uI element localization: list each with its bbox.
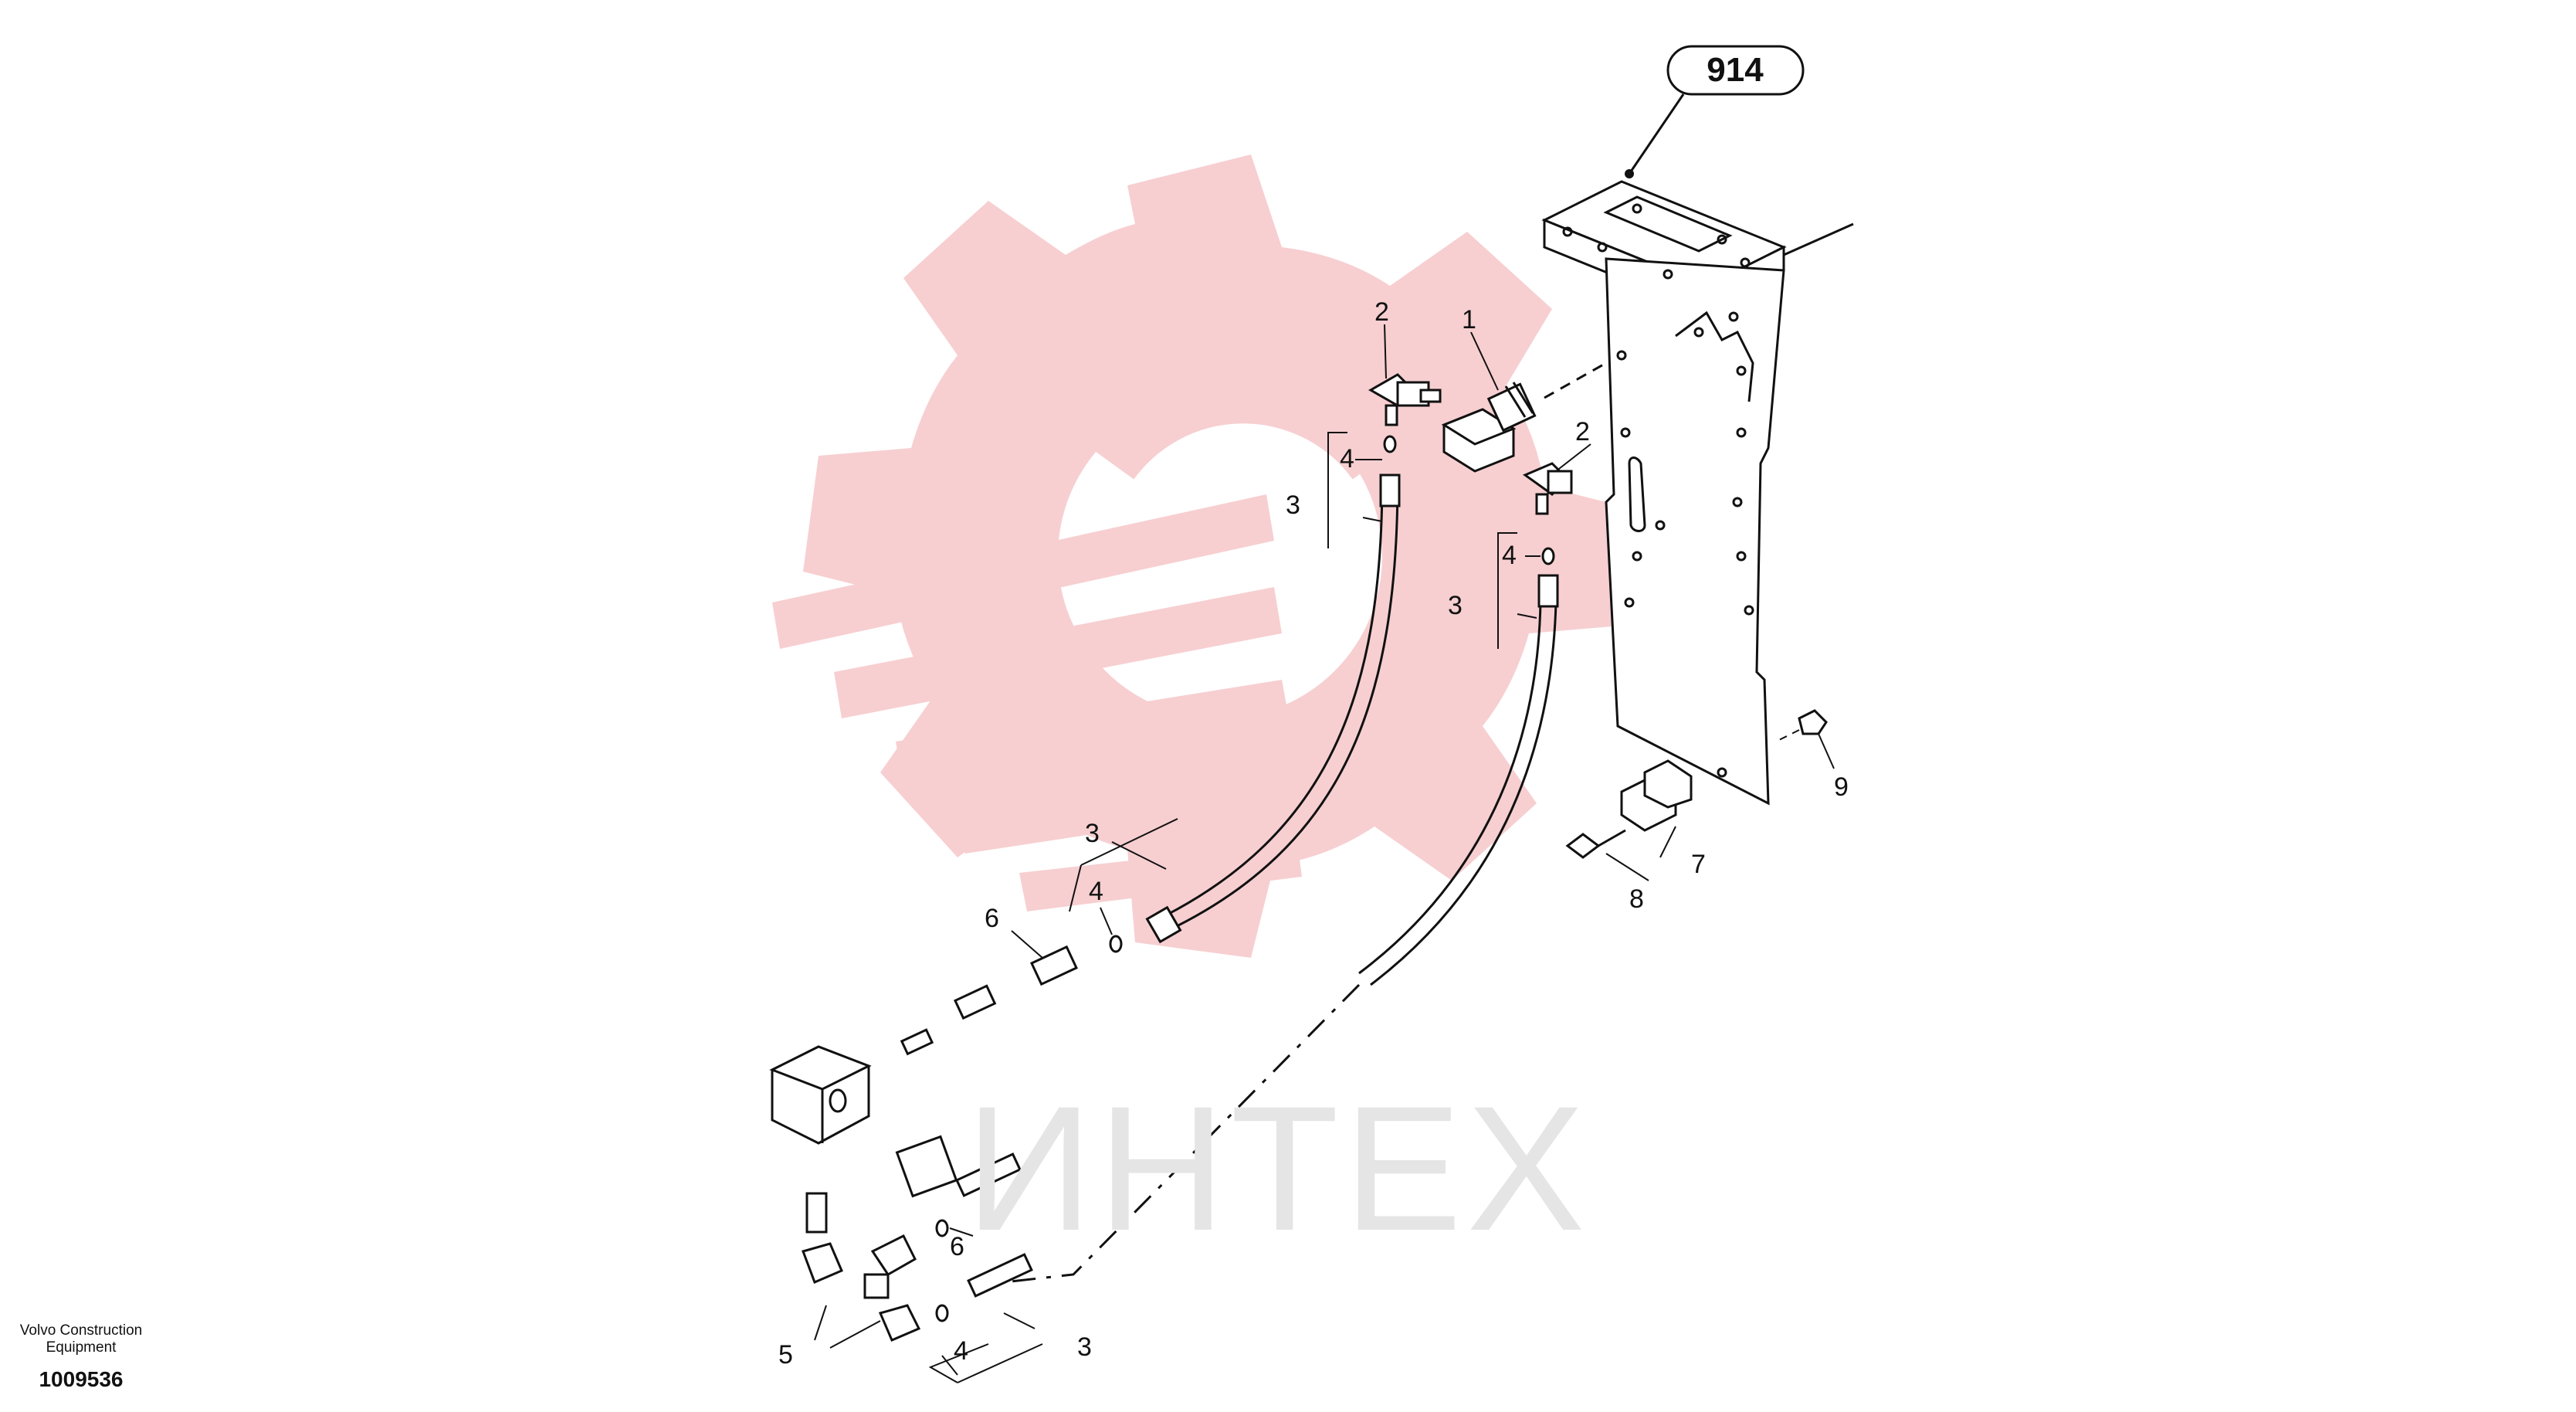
callout-3c: 3 [1085,819,1100,848]
valve-assembly [1368,361,1607,515]
footer-company: Volvo Construction Equipment [19,1322,143,1356]
callout-1: 1 [1462,305,1476,334]
hose-left [1145,473,1401,944]
callout-2b: 2 [1575,417,1590,446]
callout-8: 8 [1629,884,1644,914]
callout-4d: 4 [954,1336,968,1366]
hose-right [1003,574,1559,1284]
callout-3b: 3 [1448,591,1463,620]
callout-3d: 3 [1077,1332,1092,1362]
reference-box-label: 914 [1707,51,1764,89]
mounting-bracket [1541,180,1854,806]
callout-7: 7 [1691,850,1706,879]
watermark-stripes-icon [772,494,1302,911]
callout-9: 9 [1834,772,1849,802]
reference-box-914: 914 [1625,45,1805,178]
leader-lines [814,324,1835,1383]
callouts: 1 2 2 3 3 3 3 4 4 4 4 5 6 6 7 8 9 [778,297,1849,1370]
footer-drawing-number: 1009536 [39,1367,124,1391]
callout-6b: 6 [950,1232,964,1261]
callout-6a: 6 [985,904,999,933]
callout-3a: 3 [1286,490,1300,520]
callout-4a: 4 [1340,444,1354,473]
callout-5: 5 [778,1340,793,1370]
clamp-assembly [1565,709,1828,859]
callout-4b: 4 [1502,541,1517,570]
lower-fittings [769,435,1555,1342]
watermark-arc-icon [1090,369,1397,480]
callout-2a: 2 [1374,297,1389,327]
watermark-text: ИНТЕХ [965,1069,1590,1268]
callout-4c: 4 [1089,877,1103,906]
